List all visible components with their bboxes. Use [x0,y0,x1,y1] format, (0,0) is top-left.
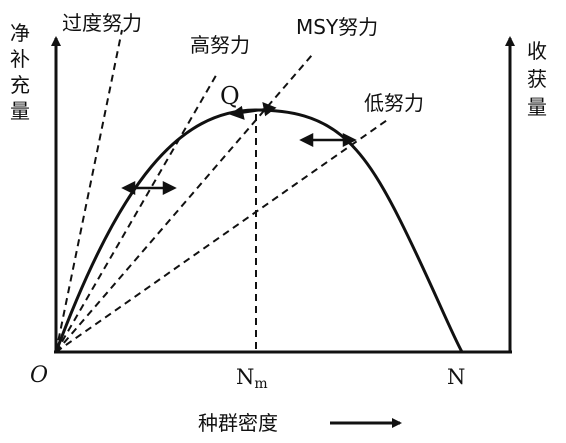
y-axis-left-label: 净 补 充 量 [10,21,36,123]
x-tick-nm-base: N [236,365,254,389]
y-left-char-2: 充 [10,73,30,97]
x-axis-label: 种群密度 [198,411,278,435]
equilibrium-marker-high [121,180,177,196]
low-effort-line [55,117,391,353]
msy-effort-line [55,54,313,353]
high-effort-label: 高努力 [190,33,250,57]
excess-effort-label: 过度努力 [62,11,142,35]
x-tick-n: N [447,365,465,389]
equilibrium-marker-msy [229,101,277,120]
y-left-char-0: 净 [10,21,30,45]
low-effort-label: 低努力 [364,91,424,115]
y-left-char-3: 量 [10,99,30,123]
origin-label: O [30,363,48,388]
y-right-char-1: 获 [527,67,547,91]
y-right-char-0: 收 [527,39,547,63]
high-effort-line [55,71,219,353]
x-tick-nm-sub: m [254,376,267,392]
y-left-char-1: 补 [10,47,30,71]
net-recruitment-curve [54,108,464,353]
msy-effort-label: MSY努力 [296,15,378,39]
equilibrium-marker-low [299,132,357,148]
x-tick-nm: Nm [236,365,268,392]
y-right-char-2: 量 [527,95,547,119]
excess-effort-line [55,29,123,353]
peak-label: Q [220,82,240,110]
y-axis-right-label: 收 获 量 [527,39,553,119]
